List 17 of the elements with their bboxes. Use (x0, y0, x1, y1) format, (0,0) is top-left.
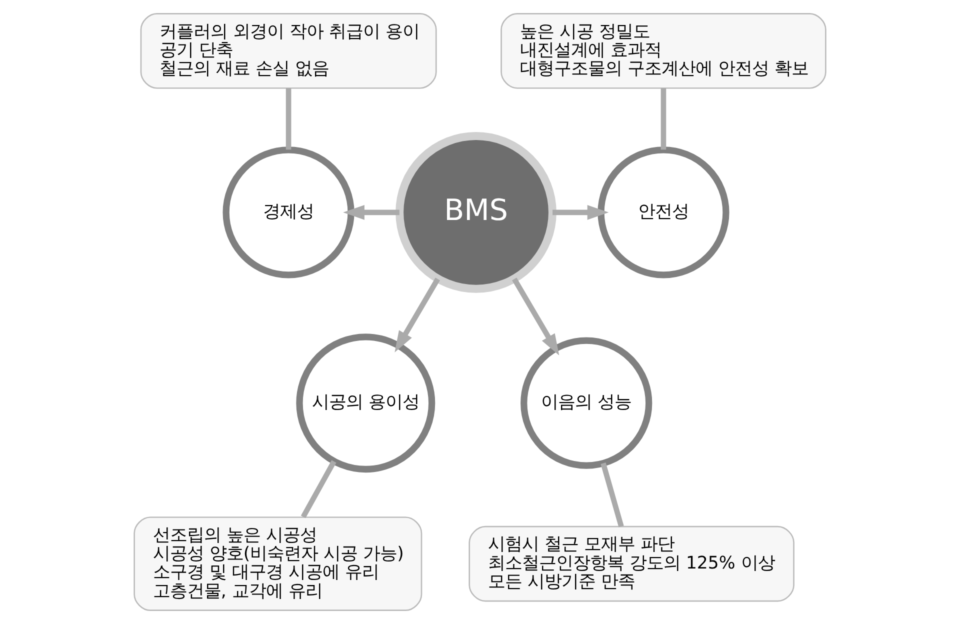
arrow (552, 204, 609, 220)
arrow (512, 278, 560, 356)
connector (600, 462, 624, 528)
node-box: 선조립의 높은 시공성 시공성 양호(비숙련자 시공 가능) 소구경 및 대구경 시공에 유리 고층건물, 교각에 유리 (134, 516, 422, 611)
node-box: 커플러의 외경이 작아 취급이 용이 공기 단축 철근의 재료 손실 없음 (140, 13, 437, 89)
arrow (343, 204, 400, 220)
node-circle: 시공의 용이성 (296, 334, 436, 473)
node-circle: 경제성 (222, 146, 354, 278)
node-box: 시험시 철근 모재부 파단 최소철근인장항복 강도의 125% 이상 모든 시방기준 만족 (468, 526, 794, 602)
arrow (394, 278, 440, 352)
node-box: 높은 시공 정밀도 내진설계에 효과적 대형구조물의 구조계산에 안전성 확보 (500, 13, 826, 89)
connector (300, 460, 336, 518)
node-circle: 안전성 (598, 146, 730, 278)
node-circle: 이음의 성능 (520, 337, 652, 469)
node-circle: BMS (396, 132, 556, 293)
connector (286, 88, 292, 150)
connector (660, 88, 666, 150)
